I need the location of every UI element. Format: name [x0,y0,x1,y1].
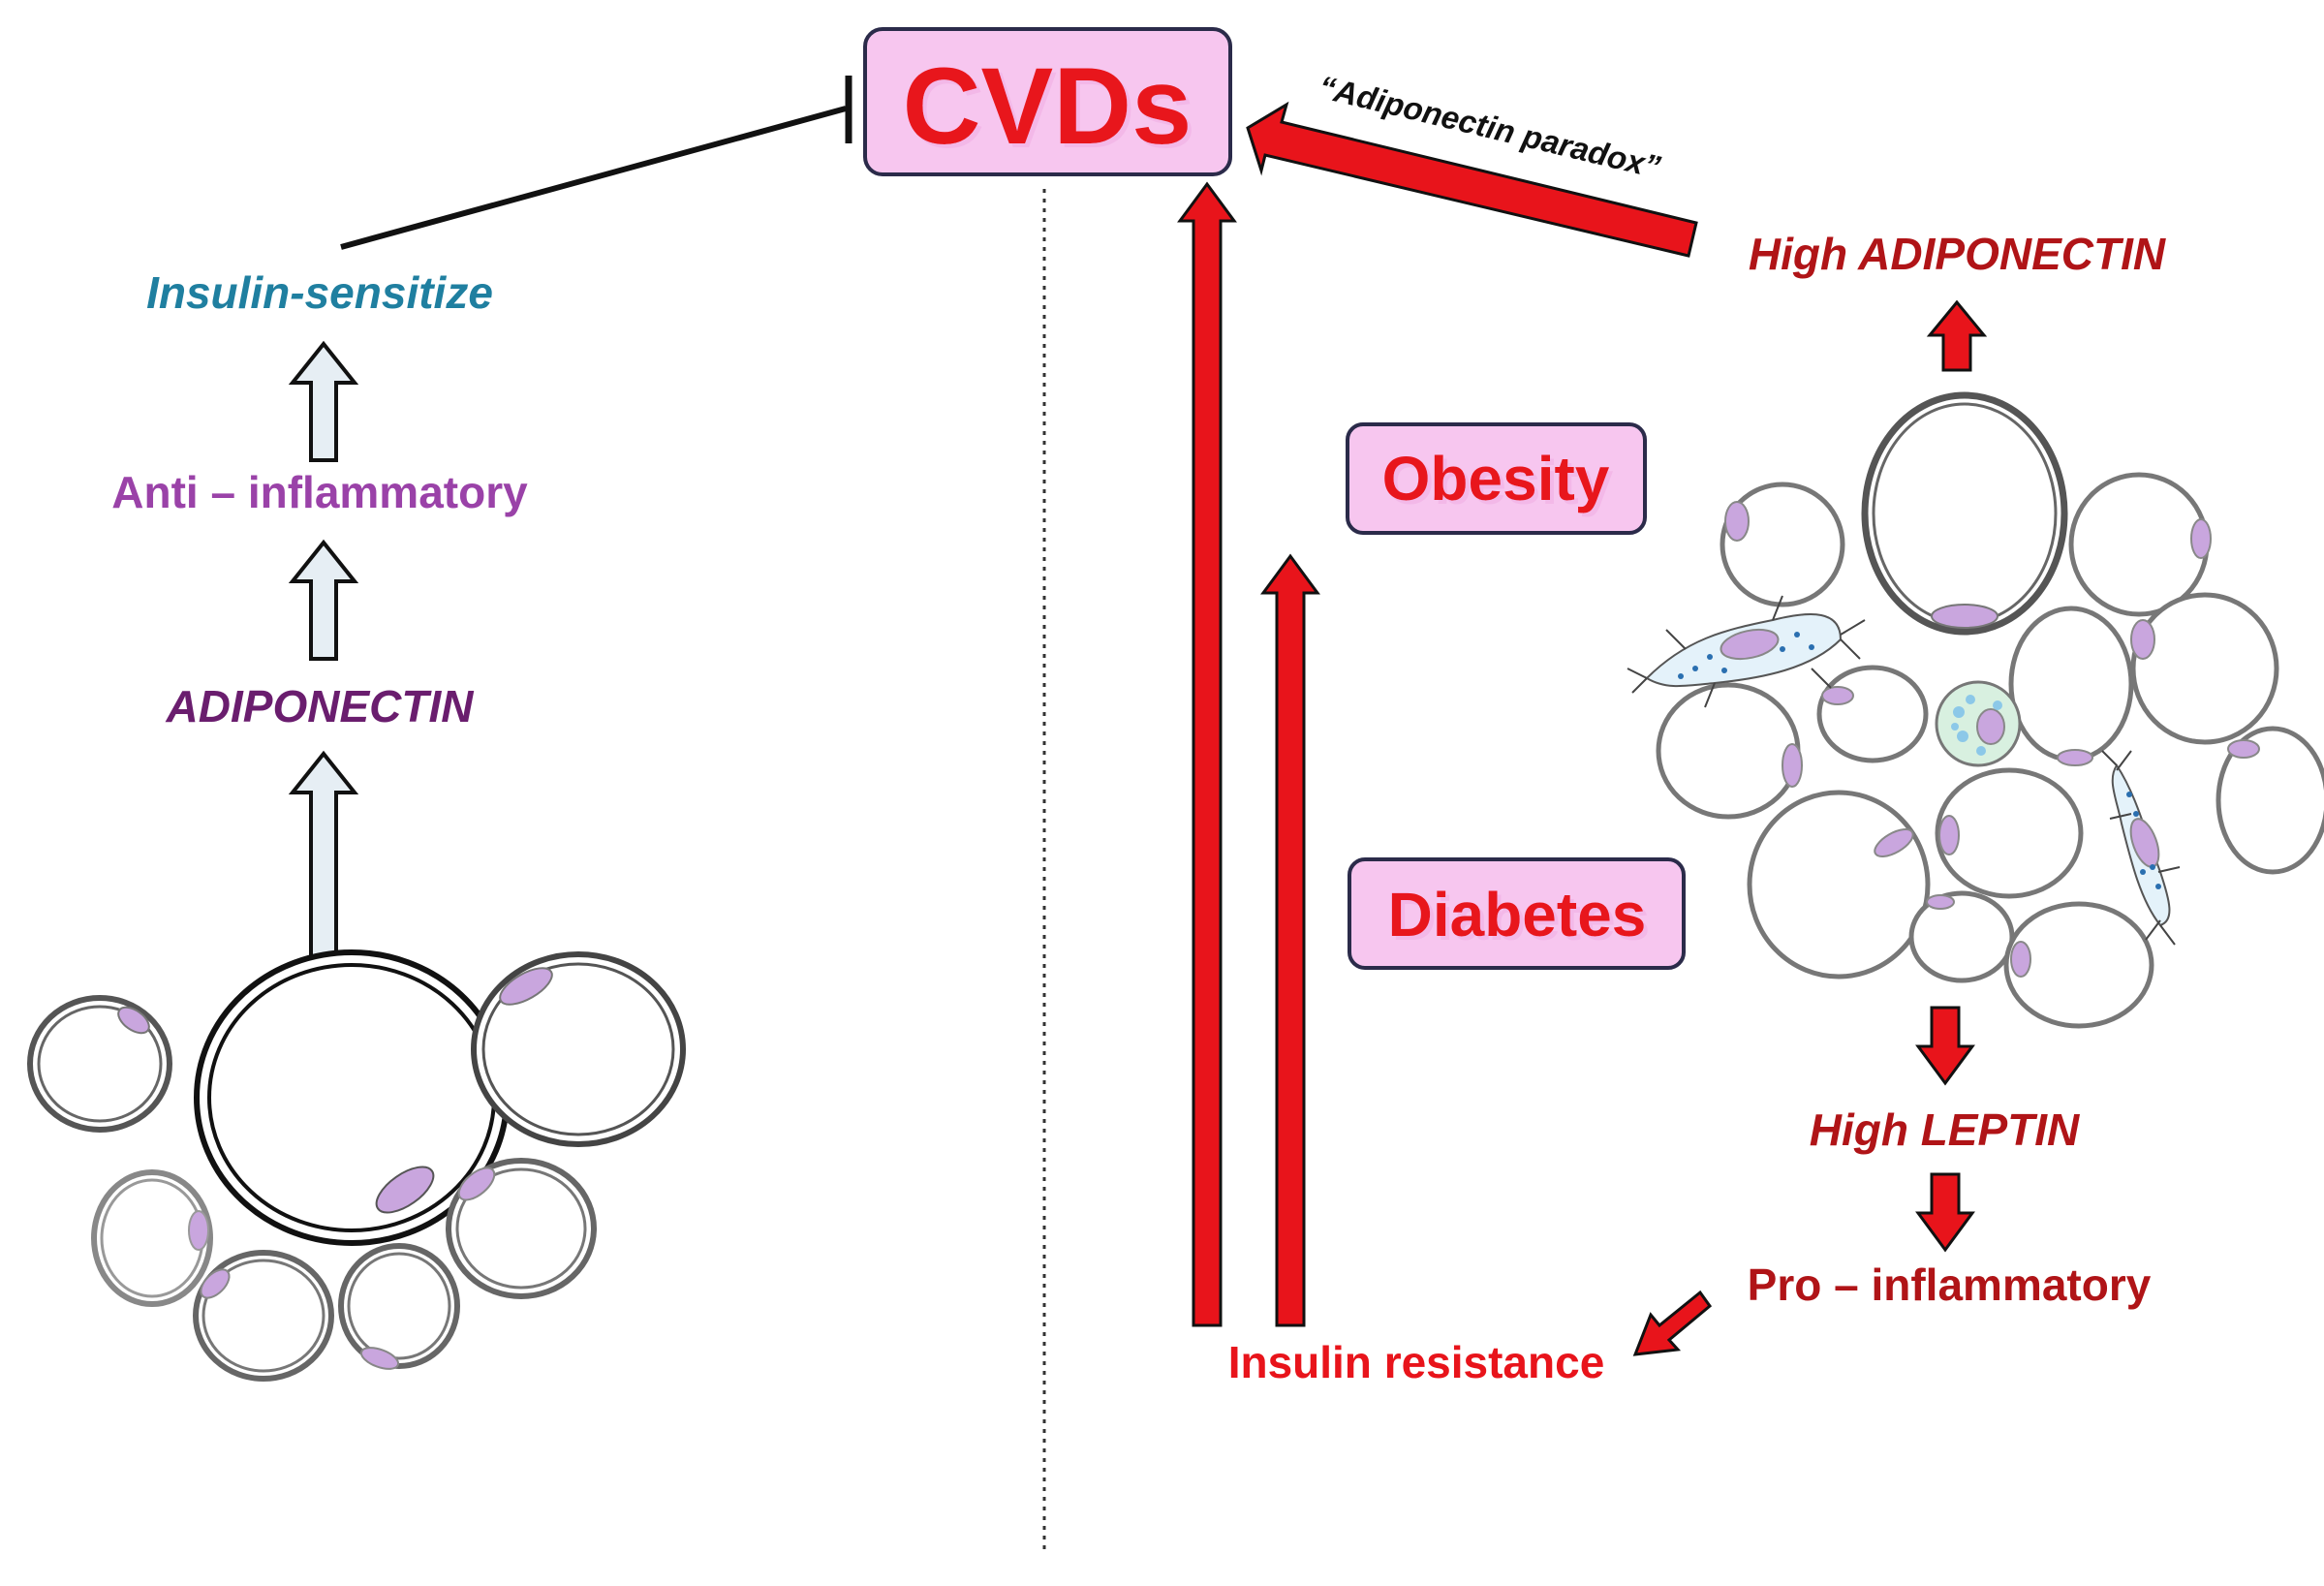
healthy-adipose-cluster [27,949,686,1382]
adipocyte [1720,482,1845,607]
adipocyte [1747,790,1931,980]
adipocyte [1908,890,2015,983]
diabetes-box: Diabetes [1348,857,1686,970]
red-arrow-paradox [1246,101,1698,258]
adipocyte [1816,665,1929,763]
adipocyte [2130,592,2279,745]
red-arrow-tall [1177,181,1237,1327]
red-arrow-to-insulin-resistance [1632,1290,1713,1356]
fibroblast-cell [1627,595,1866,708]
adipocyte [2068,472,2210,617]
cvds-box-frame [863,27,1232,176]
high-adiponectin-label: High ADIPONECTIN [1749,229,2166,279]
obesity-box: Obesity [1346,422,1647,535]
red-arrow-to-pro-inflammatory [1915,1172,1975,1253]
adipocyte [1656,682,1801,820]
pale-arrow-1 [288,340,359,462]
inhibition-line [340,76,852,250]
fibroblast-cell [2101,750,2181,946]
adipocyte [2003,901,2154,1029]
anti-inflammatory-label: Anti – inflammatory [111,467,528,517]
cvds-box: CVDs [863,27,1232,176]
red-arrow-to-leptin [1915,1006,1975,1086]
adiponectin-label: ADIPONECTIN [166,681,475,731]
cvds-label: CVDs [903,46,1193,167]
obesity-label: Obesity [1382,444,1610,513]
adipocyte [2008,606,2134,762]
pale-arrow-3 [288,750,359,964]
red-arrow-high-adiponectin [1926,299,1988,372]
diabetes-label: Diabetes [1388,880,1647,949]
adipocyte [2216,726,2324,875]
red-arrow-obesity [1260,553,1320,1327]
pro-inflammatory-label: Pro – inflammatory [1748,1259,2152,1310]
high-leptin-label: High LEPTIN [1810,1104,2080,1155]
hypertrophic-adipose-cluster [1627,391,2324,1029]
pale-arrow-2 [288,539,359,661]
adipocyte [1935,767,2084,899]
insulin-sensitize-label: Insulin-sensitize [146,267,493,318]
insulin-resistance-label: Insulin resistance [1228,1337,1605,1387]
